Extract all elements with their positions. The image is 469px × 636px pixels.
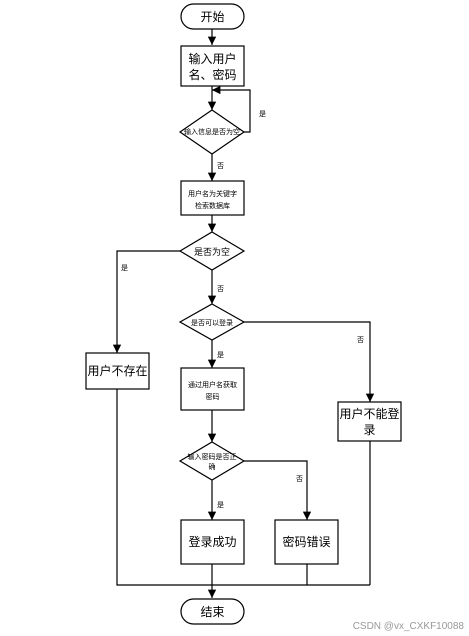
- label-can-login-no: 否: [357, 336, 364, 344]
- node-pwd-check-line2: 确: [209, 462, 216, 471]
- connectors: [112, 29, 375, 598]
- line-user-not-exist-merge: [116, 389, 370, 586]
- arrow-pwd-check-no: [244, 460, 312, 520]
- node-pwd-check: 输入密码是否正 确: [178, 441, 246, 481]
- arrow-empty-loop-yes: [212, 85, 251, 133]
- node-login-success: 登录成功: [180, 519, 245, 565]
- node-pwd-check-line1: 输入密码是否正: [188, 452, 237, 461]
- arrow-can-login-no: [244, 321, 375, 402]
- node-input-line1: 输入用户: [188, 51, 236, 66]
- node-login-success-text: 登录成功: [188, 534, 236, 549]
- label-empty-no: 否: [217, 162, 224, 170]
- node-pwd-wrong: 密码错误: [274, 519, 339, 565]
- node-cannot-login-line2: 录: [363, 423, 375, 437]
- label-isnull-no: 否: [217, 285, 224, 293]
- node-search-db: 用户名为关键字 检索数据库: [180, 180, 245, 216]
- node-is-null: 是否为空: [178, 231, 246, 271]
- watermark: CSDN @vx_CXKF10088: [353, 621, 465, 632]
- node-empty-check: 输入信息是否为空: [178, 109, 246, 155]
- label-pwd-check-no: 否: [296, 475, 303, 483]
- node-get-pwd-line2: 密码: [206, 392, 220, 401]
- label-pwd-check-yes: 是: [217, 501, 224, 509]
- label-isnull-yes: 是: [121, 264, 128, 272]
- node-empty-check-text: 输入信息是否为空: [184, 127, 240, 136]
- node-cannot-login-line1: 用户不能登: [339, 406, 399, 421]
- node-end-text: 结束: [200, 605, 224, 619]
- node-start: 开始: [180, 3, 245, 30]
- node-cannot-login: 用户不能登 录: [337, 401, 402, 442]
- node-can-login-text: 是否可以登录: [191, 318, 233, 327]
- node-input-line2: 名、密码: [188, 67, 236, 82]
- node-pwd-wrong-text: 密码错误: [282, 534, 330, 549]
- node-user-not-exist-text: 用户不存在: [87, 363, 147, 378]
- node-search-line1: 用户名为关键字: [188, 189, 237, 198]
- label-empty-yes: 是: [259, 110, 266, 118]
- arrow-isnull-yes-to-user-not-exist: [112, 250, 180, 353]
- node-get-password: 通过用户名获取 密码: [180, 367, 245, 411]
- node-can-login: 是否可以登录: [178, 303, 246, 341]
- node-start-text: 开始: [200, 10, 224, 24]
- node-search-line2: 检索数据库: [195, 201, 230, 210]
- node-get-pwd-line1: 通过用户名获取: [188, 380, 237, 389]
- node-end: 结束: [180, 598, 245, 625]
- node-is-null-text: 是否为空: [194, 246, 230, 258]
- label-can-login-yes: 是: [217, 351, 224, 359]
- node-input-credentials: 输入用户 名、密码: [180, 45, 245, 87]
- branch-labels: 是 否 是 否 否 是 否 是: [121, 110, 364, 509]
- node-user-not-exist: 用户不存在: [85, 352, 150, 390]
